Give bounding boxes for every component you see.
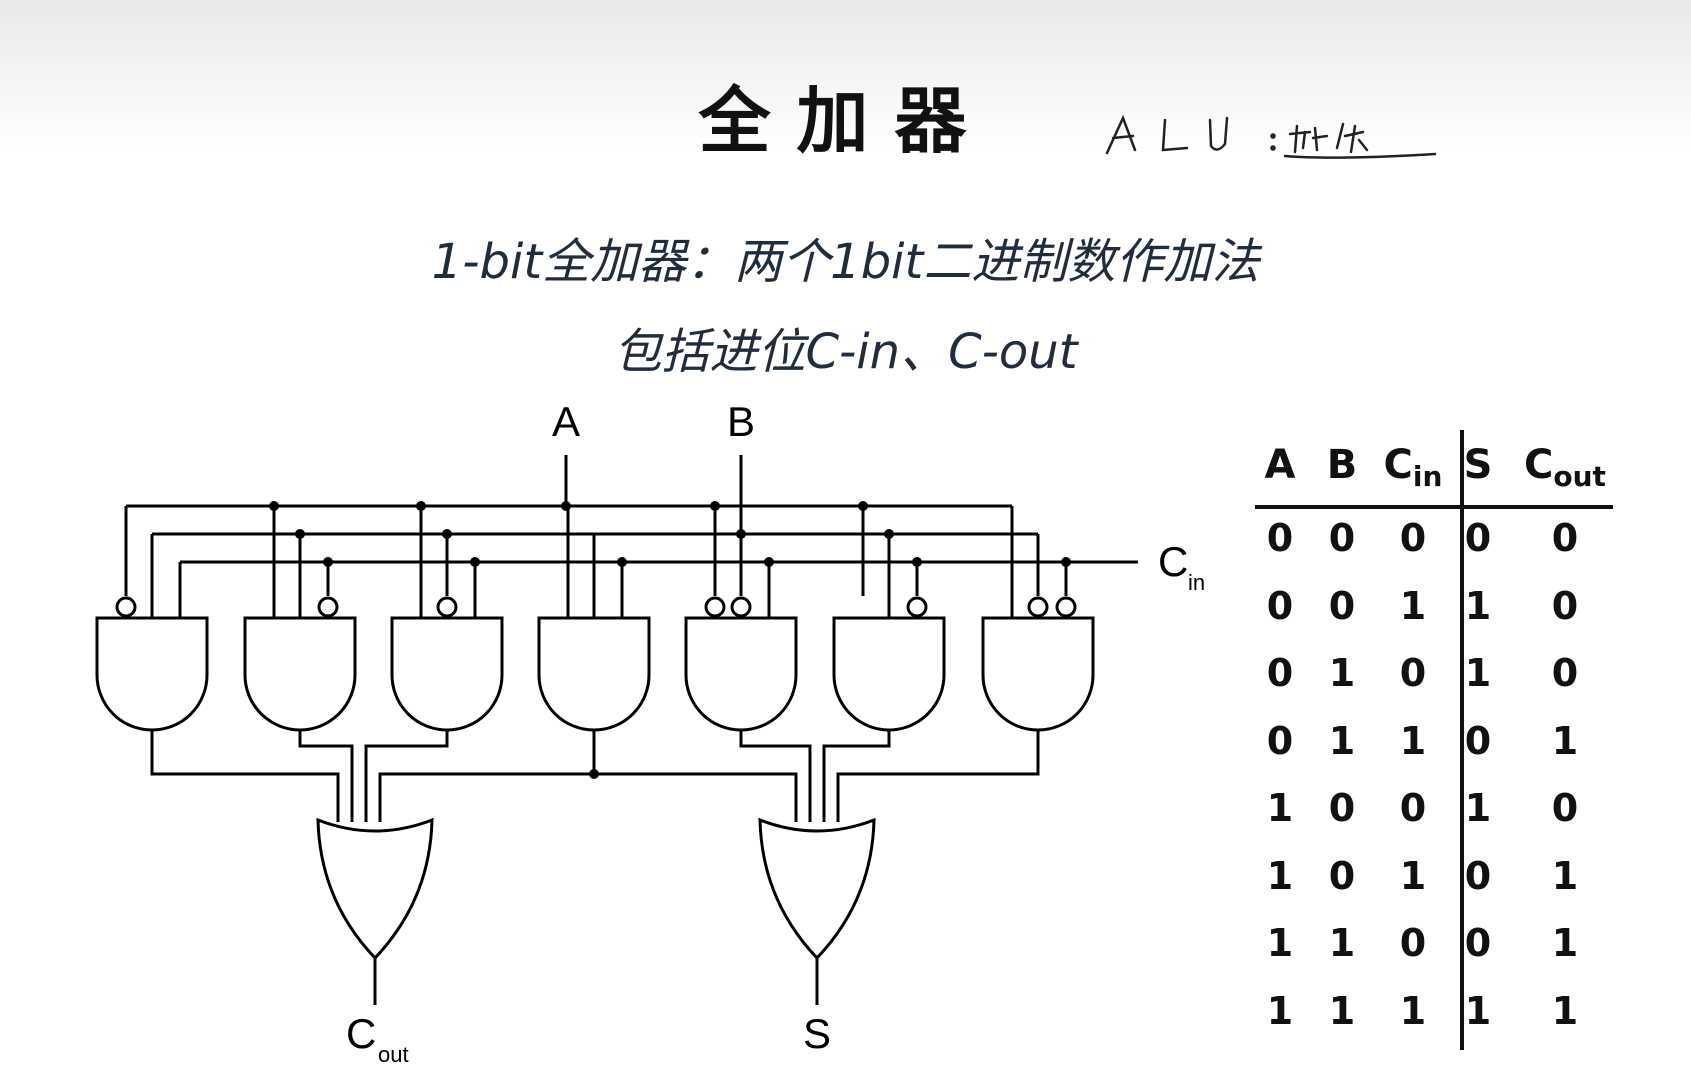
truth-table-cell: 1	[1551, 718, 1579, 763]
truth-table-cell: 0	[1399, 651, 1427, 695]
header-main-text: B	[1326, 442, 1358, 488]
truth-table-divider-horizontal	[1255, 505, 1613, 509]
truth-table-divider-vertical	[1460, 430, 1464, 1050]
truth-table-cell: 0	[1399, 921, 1427, 965]
truth-table-cell: 1	[1464, 786, 1492, 830]
full-adder-circuit: A B C in C out S	[95, 398, 1205, 1067]
and-gate-1	[95, 616, 209, 732]
truth-table-header-4: Cout	[1520, 442, 1610, 493]
output-cout-subscript: out	[378, 1042, 409, 1067]
header-main-text: A	[1264, 442, 1296, 488]
truth-table-cell: 0	[1266, 583, 1294, 628]
truth-table-cell: 0	[1328, 516, 1356, 560]
truth-table-cell: 1	[1464, 651, 1492, 695]
truth-table-cell: 1	[1551, 988, 1579, 1033]
header-subscript: out	[1553, 460, 1606, 493]
truth-table-header-3: S	[1448, 442, 1508, 488]
truth-table-cell: 0	[1464, 516, 1492, 560]
junction-dots	[269, 501, 1071, 779]
truth-table-cell: 0	[1464, 853, 1492, 898]
truth-table-header-0: A	[1250, 442, 1310, 488]
truth-table-cell: 1	[1266, 853, 1294, 898]
and-gate-4	[537, 616, 651, 732]
truth-table-cell: 0	[1328, 583, 1356, 628]
input-cin-label: C	[1158, 538, 1188, 585]
handwritten-note-signature	[1105, 114, 1437, 159]
truth-table-cell: 0	[1328, 786, 1356, 830]
truth-table-cell: 0	[1328, 853, 1356, 898]
and-gate-6	[832, 616, 946, 732]
truth-table-cell: 1	[1328, 921, 1356, 965]
truth-table-cell: 1	[1551, 921, 1579, 965]
truth-table-cell: 1	[1399, 988, 1427, 1033]
truth-table-cell: 1	[1266, 921, 1294, 965]
truth-table-cell: 0	[1551, 651, 1579, 695]
truth-table-cell: 1	[1464, 583, 1492, 628]
inverter-bubbles	[115, 596, 1077, 618]
gate-input-wires	[124, 506, 1068, 618]
truth-table-cell: 1	[1328, 988, 1356, 1033]
truth-table-cell: 1	[1399, 853, 1427, 898]
or-gate-cout	[316, 817, 434, 961]
input-cin-subscript: in	[1188, 570, 1205, 595]
and-gate-5	[684, 616, 798, 732]
subtitle-line-1: 1-bit全加器：两个1bit二进制数作加法	[431, 234, 1260, 290]
truth-table-cell: 1	[1266, 786, 1294, 830]
truth-table-cell: 0	[1266, 516, 1294, 560]
truth-table-cell: 0	[1551, 516, 1579, 560]
truth-table-cell: 1	[1399, 583, 1427, 628]
truth-table-cell: 1	[1464, 988, 1492, 1033]
truth-table-cell: 0	[1266, 718, 1294, 763]
page-title: 全加器	[698, 79, 993, 163]
input-b-label: B	[727, 398, 755, 445]
truth-table-header-1: B	[1312, 442, 1372, 488]
truth-table-cell: 1	[1399, 718, 1427, 763]
truth-table-cell: 0	[1551, 786, 1579, 830]
gate-output-wires	[150, 730, 1040, 822]
header-main-text: S	[1463, 442, 1493, 488]
truth-table-cell: 0	[1464, 718, 1492, 763]
output-cout-label: C	[346, 1010, 376, 1057]
or-gate-s	[758, 817, 876, 961]
truth-table-cell: 0	[1399, 516, 1427, 560]
truth-table-cell: 1	[1266, 988, 1294, 1033]
truth-table-header-2: Cin	[1378, 442, 1448, 493]
header-main-text: C	[1524, 442, 1554, 488]
and-gate-7	[981, 616, 1095, 732]
truth-table-cell: 1	[1551, 853, 1579, 898]
truth-table-cell: 0	[1551, 583, 1579, 628]
truth-table-cell: 0	[1266, 651, 1294, 695]
and-gate-3	[390, 616, 504, 732]
truth-table-cell: 0	[1464, 921, 1492, 965]
truth-table-cell: 0	[1399, 786, 1427, 830]
header-main-text: C	[1383, 442, 1413, 488]
input-a-label: A	[552, 398, 580, 445]
truth-table-cell: 1	[1328, 651, 1356, 695]
truth-table-cell: 1	[1328, 718, 1356, 763]
and-gate-2	[243, 616, 357, 732]
output-s-label: S	[803, 1010, 831, 1057]
subtitle-line-2: 包括进位C-in、C-out	[613, 324, 1078, 380]
and-gates	[95, 616, 1095, 732]
header-subscript: in	[1412, 460, 1443, 493]
